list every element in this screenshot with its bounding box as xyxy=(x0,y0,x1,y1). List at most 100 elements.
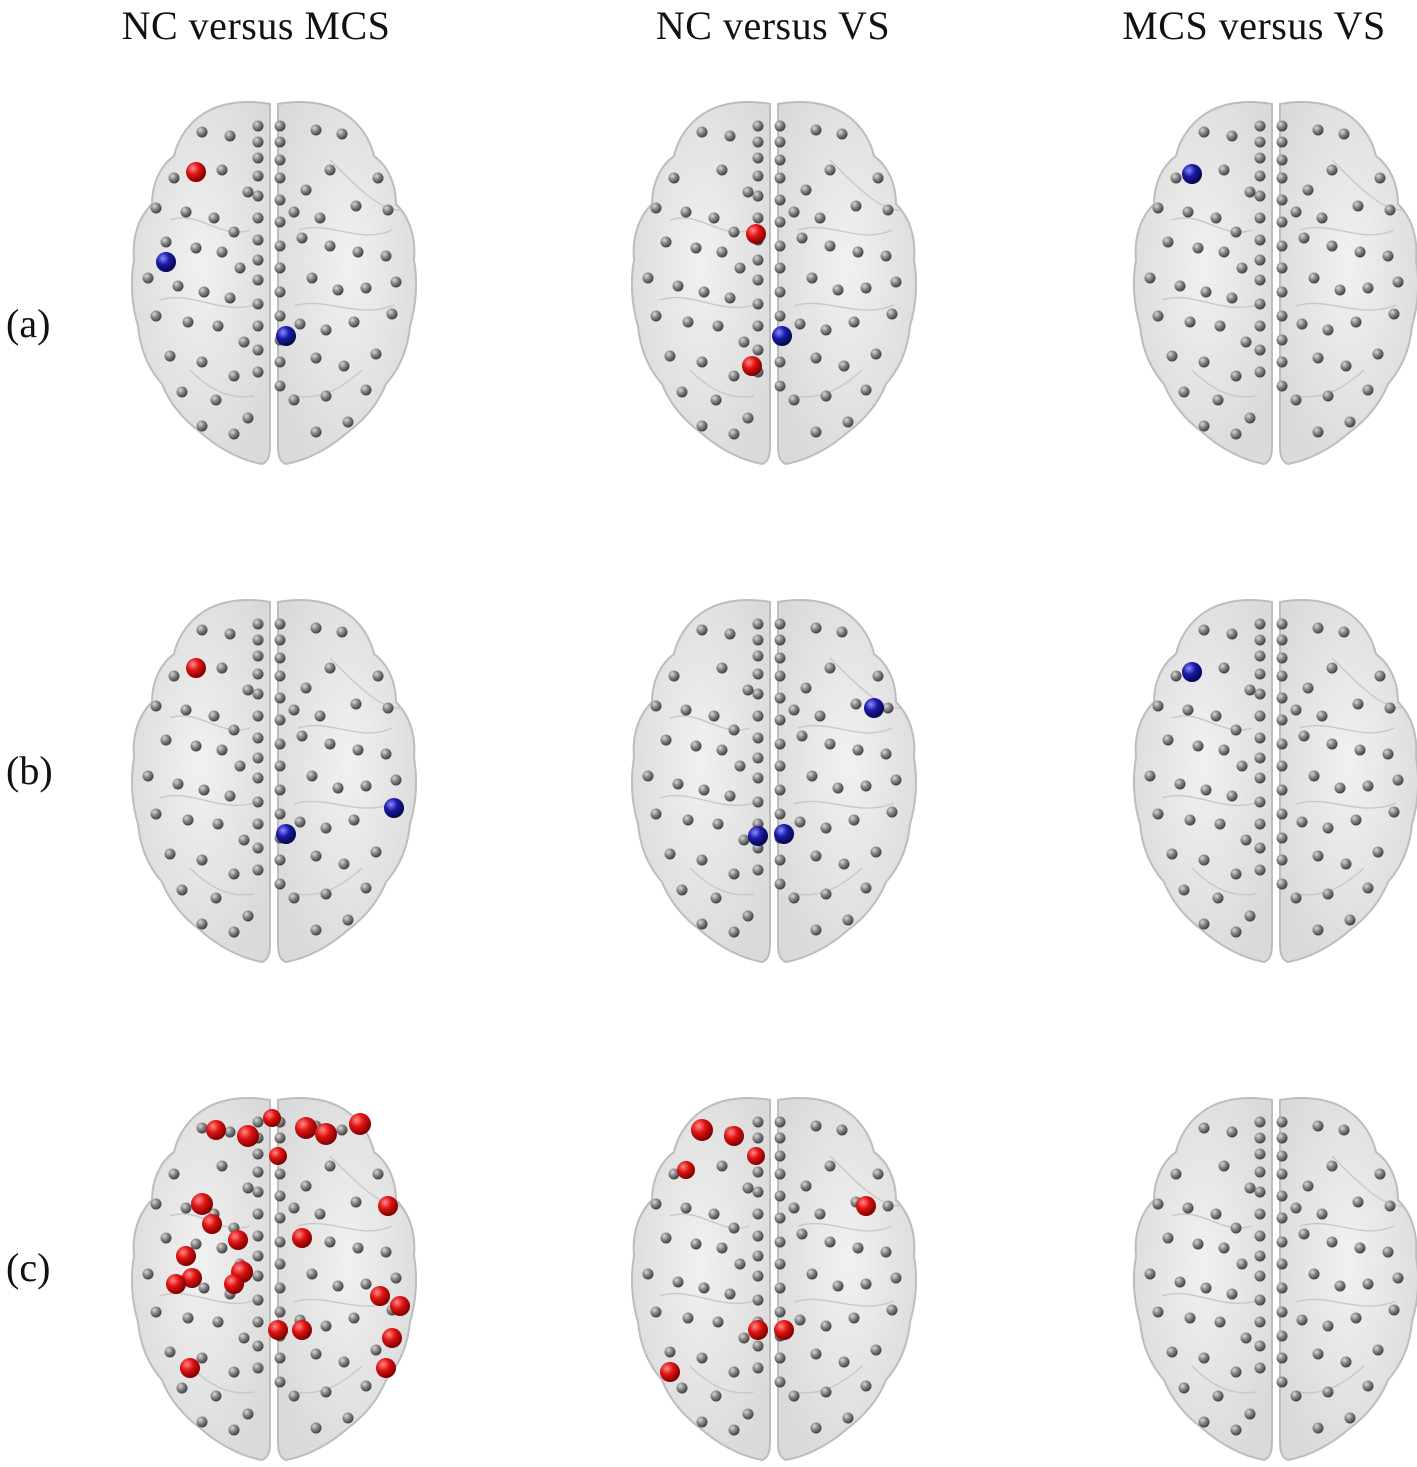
node-neutral xyxy=(160,1232,172,1244)
node-neutral xyxy=(1236,760,1248,772)
node-neutral xyxy=(1244,412,1256,424)
node-neutral xyxy=(342,416,354,428)
node-neutral xyxy=(890,774,902,786)
node-neutral xyxy=(1254,688,1266,700)
node-neutral xyxy=(774,652,786,664)
node-neutral xyxy=(752,190,764,202)
node-neutral xyxy=(288,1390,300,1402)
node-neutral xyxy=(810,1348,822,1360)
node-neutral xyxy=(642,1268,654,1280)
node-neutral xyxy=(696,126,708,138)
left-hemisphere xyxy=(630,101,771,466)
node-neutral xyxy=(728,1424,740,1436)
node-neutral xyxy=(712,320,724,332)
node-neutral xyxy=(1322,324,1334,336)
sulcus-line xyxy=(1191,867,1257,896)
node-neutral xyxy=(650,310,662,322)
node-increased xyxy=(295,1117,317,1139)
node-neutral xyxy=(1254,1340,1266,1352)
node-neutral xyxy=(838,858,850,870)
node-neutral xyxy=(1276,1376,1288,1388)
sulcus-line xyxy=(159,794,255,807)
node-neutral xyxy=(274,194,286,206)
node-neutral xyxy=(870,846,882,858)
node-neutral xyxy=(1254,752,1266,764)
node-neutral xyxy=(350,698,362,710)
node-neutral xyxy=(314,212,326,224)
node-neutral xyxy=(708,710,720,722)
node-neutral xyxy=(1276,194,1288,206)
node-neutral xyxy=(752,864,764,876)
node-neutral xyxy=(1254,298,1266,310)
node-neutral xyxy=(196,624,208,636)
node-neutral xyxy=(774,310,786,322)
node-neutral xyxy=(1372,348,1384,360)
node-neutral xyxy=(774,1212,786,1224)
node-neutral xyxy=(774,1282,786,1294)
sulcus-line xyxy=(1295,1298,1397,1307)
node-neutral xyxy=(1340,360,1352,372)
right-hemisphere xyxy=(777,1097,918,1462)
node-neutral xyxy=(182,1312,194,1324)
node-increased xyxy=(182,1268,202,1288)
node-neutral xyxy=(1162,1232,1174,1244)
node-neutral xyxy=(696,1352,708,1364)
node-neutral xyxy=(824,738,836,750)
node-neutral xyxy=(690,740,702,752)
node-decreased xyxy=(748,826,768,846)
node-neutral xyxy=(1254,152,1266,164)
node-neutral xyxy=(1322,390,1334,402)
node-decreased xyxy=(1182,662,1202,682)
node-neutral xyxy=(1276,1190,1288,1202)
node-neutral xyxy=(1276,120,1288,132)
node-neutral xyxy=(1276,154,1288,166)
node-neutral xyxy=(680,206,692,218)
node-neutral xyxy=(350,200,362,212)
node-neutral xyxy=(242,1182,254,1194)
sulcus-line xyxy=(659,1292,755,1305)
node-neutral xyxy=(1254,170,1266,182)
node-neutral xyxy=(314,710,326,722)
node-neutral xyxy=(176,884,188,896)
node-neutral xyxy=(728,428,740,440)
sulcus-line xyxy=(169,715,251,731)
node-neutral xyxy=(752,1270,764,1282)
node-neutral xyxy=(1392,1272,1404,1284)
node-neutral xyxy=(1352,1196,1364,1208)
node-neutral xyxy=(1218,744,1230,756)
node-neutral xyxy=(728,1222,740,1234)
node-neutral xyxy=(734,262,746,274)
node-increased xyxy=(315,1123,337,1145)
node-neutral xyxy=(210,892,222,904)
sulcus-line xyxy=(829,657,901,709)
node-neutral xyxy=(224,1126,236,1138)
node-neutral xyxy=(306,1268,318,1280)
node-neutral xyxy=(1212,892,1224,904)
node-neutral xyxy=(1178,1382,1190,1394)
right-hemisphere xyxy=(277,101,418,466)
node-neutral xyxy=(752,1230,764,1242)
node-neutral xyxy=(1166,1346,1178,1358)
sulcus-line xyxy=(1295,800,1397,809)
node-neutral xyxy=(1218,662,1230,674)
node-neutral xyxy=(1254,842,1266,854)
node-neutral xyxy=(1362,780,1374,792)
node-increased xyxy=(691,1119,713,1141)
node-neutral xyxy=(690,242,702,254)
node-neutral xyxy=(1254,732,1266,744)
node-neutral xyxy=(370,846,382,858)
node-neutral xyxy=(182,814,194,826)
node-neutral xyxy=(848,814,860,826)
node-neutral xyxy=(274,714,286,726)
node-neutral xyxy=(252,1294,264,1306)
node-increased xyxy=(742,356,762,376)
node-neutral xyxy=(1382,748,1394,760)
node-neutral xyxy=(742,1408,754,1420)
node-neutral xyxy=(150,808,162,820)
node-neutral xyxy=(728,868,740,880)
node-neutral xyxy=(324,662,336,674)
node-neutral xyxy=(716,1242,728,1254)
node-neutral xyxy=(1230,926,1242,938)
node-neutral xyxy=(838,360,850,372)
node-increased xyxy=(202,1214,222,1234)
